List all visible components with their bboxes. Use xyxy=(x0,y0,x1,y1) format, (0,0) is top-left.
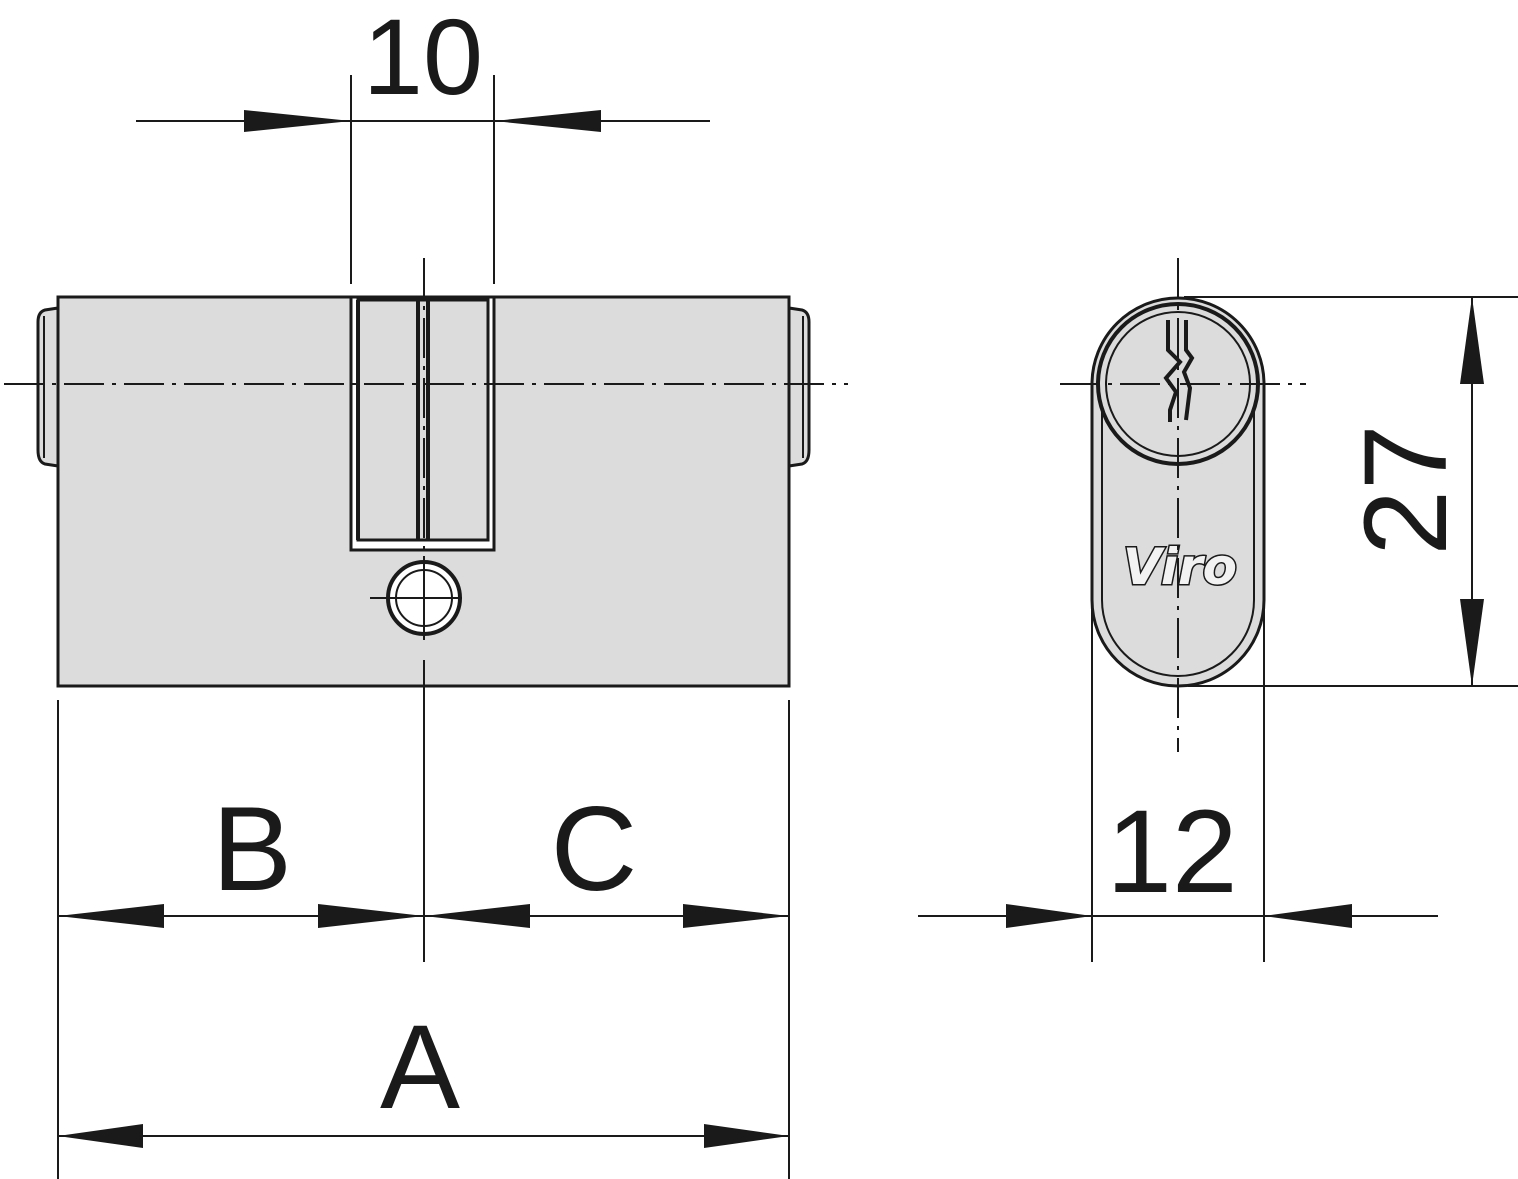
profile-height-label: 27 xyxy=(1340,424,1472,555)
cam-width-dimension: 10 xyxy=(136,0,710,284)
left-end-cap xyxy=(36,306,60,468)
right-end-cap xyxy=(787,306,811,468)
b-c-dimension: B C xyxy=(58,782,789,928)
length-b-label: B xyxy=(212,782,292,916)
profile-height-dimension: 27 xyxy=(1184,296,1518,687)
length-c-label: C xyxy=(551,782,638,916)
brand-logo-text: Viro xyxy=(1123,538,1237,596)
a-dimension: A xyxy=(58,1000,789,1148)
keyway-icon xyxy=(1163,320,1195,422)
front-view: Viro 27 12 xyxy=(918,258,1518,962)
profile-width-label: 12 xyxy=(1106,786,1237,918)
cam-width-label: 10 xyxy=(363,0,483,117)
length-a-label: A xyxy=(380,1000,460,1134)
side-view: 10 B C A xyxy=(4,0,848,1179)
profile-width-dimension: 12 xyxy=(918,600,1438,962)
screw-hole xyxy=(370,556,462,640)
